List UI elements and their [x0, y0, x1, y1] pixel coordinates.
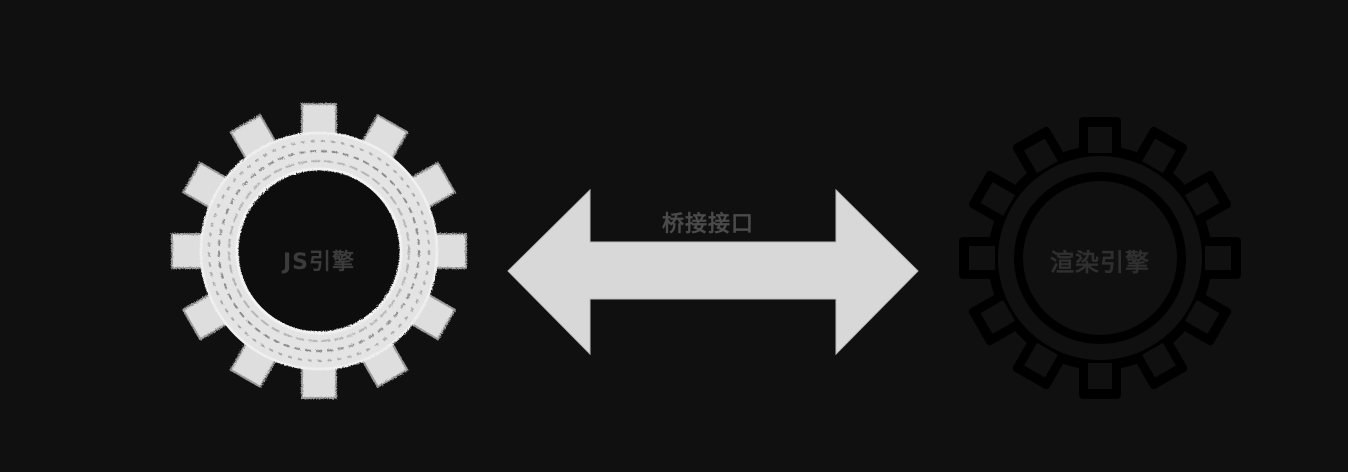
sketch-gear-icon [171, 103, 467, 399]
double-arrow-icon [507, 188, 919, 356]
bridge-interface-label: 桥接接口 [661, 212, 755, 237]
js-engine-label: JS引擎 [282, 250, 356, 275]
outline-gear-icon [959, 117, 1241, 399]
render-engine-label: 渲染引擎 [1050, 248, 1150, 277]
